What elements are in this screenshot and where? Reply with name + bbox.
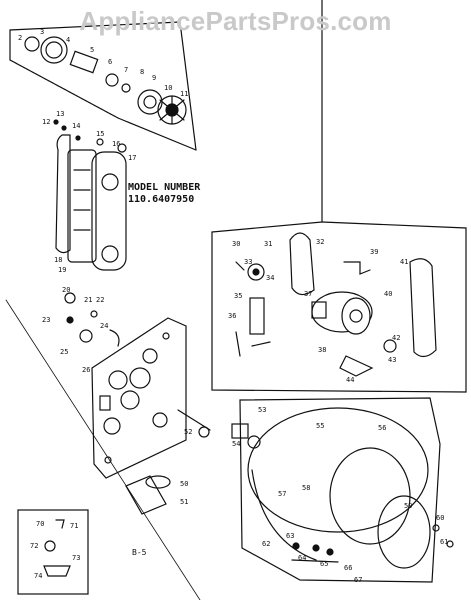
callout-label: 21 — [84, 296, 92, 304]
callout-label: 26 — [82, 366, 90, 374]
callout-label: 18 — [54, 256, 62, 264]
callout-label: 13 — [56, 110, 64, 118]
callout-label: 8 — [140, 68, 144, 76]
callout-label: 71 — [70, 522, 78, 530]
callout-label: 15 — [96, 130, 104, 138]
callout-label: 62 — [262, 540, 270, 548]
motor-assembly — [235, 232, 437, 377]
callout-label: 31 — [264, 240, 272, 248]
callout-label: 53 — [258, 406, 266, 414]
callout-label: 35 — [234, 292, 242, 300]
callout-label: 14 — [72, 122, 80, 130]
callout-label: 70 — [36, 520, 44, 528]
drum-assembly — [231, 397, 454, 583]
callout-label: 50 — [180, 480, 188, 488]
callout-label: 6 — [108, 58, 112, 66]
callout-label: 34 — [266, 274, 274, 282]
callout-label: 4 — [66, 36, 70, 44]
callout-label: 42 — [392, 334, 400, 342]
callout-label: 73 — [72, 554, 80, 562]
callout-label: 12 — [42, 118, 50, 126]
callout-label: 25 — [60, 348, 68, 356]
callout-label: 5 — [90, 46, 94, 54]
callout-label: 60 — [436, 514, 444, 522]
callout-label: 66 — [344, 564, 352, 572]
callout-label: 61 — [440, 538, 448, 546]
callout-label: 41 — [400, 258, 408, 266]
callout-label: 57 — [278, 490, 286, 498]
callout-label: 52 — [184, 428, 192, 436]
model-heading: MODEL NUMBER — [128, 182, 201, 193]
callout-label: 65 — [320, 560, 328, 568]
watermark-text: AppliancePartsPros.com — [79, 6, 392, 36]
callout-label: 67 — [354, 576, 362, 584]
callout-label: 54 — [232, 440, 240, 448]
callout-label: 10 — [164, 84, 172, 92]
model-number-block: MODEL NUMBER 110.6407950 — [128, 182, 200, 206]
callout-label: 32 — [316, 238, 324, 246]
inset-box — [17, 509, 89, 595]
callout-label: 63 — [286, 532, 294, 540]
callout-label: 22 — [96, 296, 104, 304]
callout-label: 58 — [302, 484, 310, 492]
callout-label: 36 — [228, 312, 236, 320]
callout-labels: 2 3 4 5 6 7 8 9 10 11 12 13 14 15 16 17 … — [18, 28, 448, 584]
callout-label: 43 — [388, 356, 396, 364]
figure-note: B-5 — [132, 548, 147, 557]
callout-label: 30 — [232, 240, 240, 248]
model-number: 110.6407950 — [128, 194, 195, 205]
callout-label: 33 — [244, 258, 252, 266]
callout-label: 59 — [404, 502, 412, 510]
callout-label: 39 — [370, 248, 378, 256]
callout-label: 74 — [34, 572, 42, 580]
callout-label: 23 — [42, 316, 50, 324]
callout-label: 19 — [58, 266, 66, 274]
callout-label: 55 — [316, 422, 324, 430]
callout-label: 3 — [40, 28, 44, 36]
region-border-lines — [5, 0, 467, 600]
callout-label: 17 — [128, 154, 136, 162]
callout-label: 2 — [18, 34, 22, 42]
callout-label: 11 — [180, 90, 188, 98]
callout-label: 24 — [100, 322, 108, 330]
callout-label: 56 — [378, 424, 386, 432]
callout-label: 9 — [152, 74, 156, 82]
callout-label: 38 — [318, 346, 326, 354]
blower-assembly-box — [9, 21, 197, 151]
callout-label: 16 — [112, 140, 120, 148]
callout-label: 51 — [180, 498, 188, 506]
front-panel-assembly — [53, 119, 127, 271]
callout-label: 64 — [298, 554, 306, 562]
callout-label: 20 — [62, 286, 70, 294]
callout-label: 44 — [346, 376, 354, 384]
rear-bulkhead — [64, 292, 211, 515]
callout-label: 72 — [30, 542, 38, 550]
callout-label: 37 — [304, 290, 312, 298]
callout-label: 7 — [124, 66, 128, 74]
callout-label: 40 — [384, 290, 392, 298]
